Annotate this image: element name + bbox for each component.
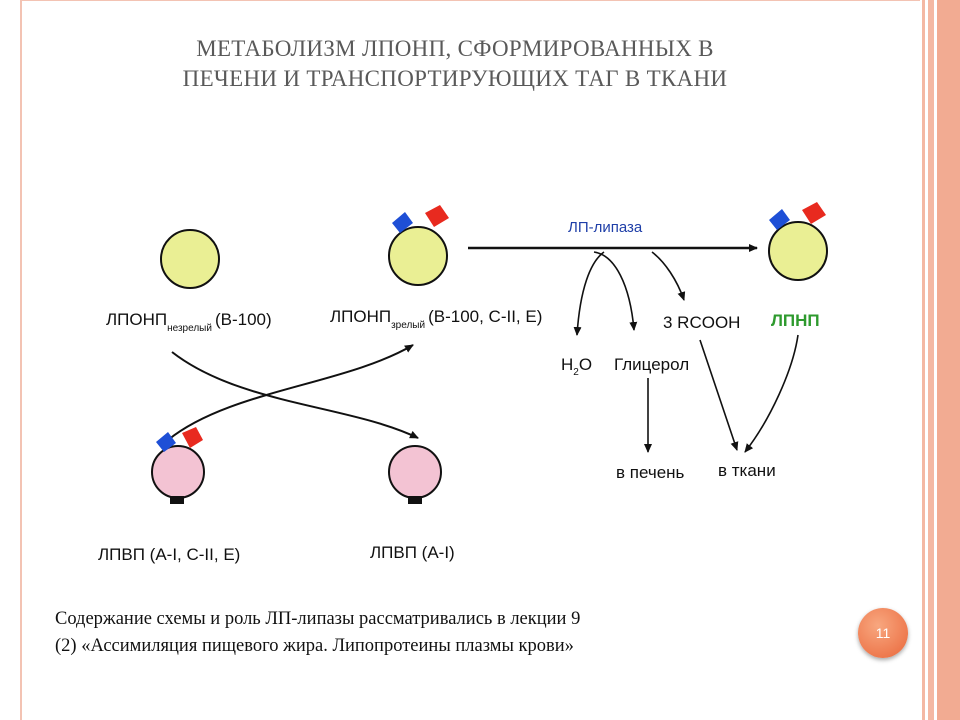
apo-exchange-arrow-down <box>171 351 419 439</box>
slide-title: МЕТАБОЛИЗМ ЛПОНП, СФОРМИРОВАННЫХ В ПЕЧЕН… <box>60 34 850 94</box>
lipase-label: ЛП-липаза <box>568 219 643 236</box>
metabolism-diagram: ЛПОНПнезрелый(В-100) ЛПОНПзрелый(В-100, … <box>98 202 828 564</box>
fatty-acids-label: 3 RCOOH <box>663 313 740 332</box>
glycerol-arrow <box>593 251 638 331</box>
hdl-full-particle <box>151 445 205 499</box>
page-number-badge: 11 <box>858 608 908 658</box>
vldl-immature-label: ЛПОНПнезрелый(В-100) <box>106 310 272 334</box>
right-decor-band-2 <box>928 0 934 720</box>
ldl-apo-red <box>802 202 826 224</box>
hdl-partial-particle <box>388 445 442 499</box>
hdl-partial-label: ЛПВП (А-I) <box>370 543 455 562</box>
vldl-immature-particle <box>160 229 220 289</box>
right-decor-band-1 <box>922 0 925 720</box>
fatty-acids-to-tissues-arrow <box>699 339 739 451</box>
right-decor-band-3 <box>937 0 960 720</box>
hdl-full-apo-blue <box>156 432 176 452</box>
to-tissues-label: в ткани <box>718 461 776 480</box>
glycerol-label: Глицерол <box>614 355 689 374</box>
ldl-to-tissues-arrow <box>744 334 799 453</box>
to-liver-label: в печень <box>616 463 685 482</box>
page-number: 11 <box>875 625 891 641</box>
fatty-acid-arrow <box>651 251 686 301</box>
hdl-partial-apo-a-block <box>408 496 422 504</box>
vldl-mature-particle <box>388 226 448 286</box>
ldl-label: ЛПНП <box>771 311 820 330</box>
hdl-full-label: ЛПВП (А-I, С-II, Е) <box>98 545 240 564</box>
top-border <box>20 0 920 1</box>
water-label: Н2О <box>561 355 592 378</box>
vldl-mature-apo-red <box>425 205 449 227</box>
vldl-mature-apo-blue <box>392 212 413 233</box>
ldl-particle <box>768 221 828 281</box>
water-arrow <box>573 251 605 336</box>
title-line-1: МЕТАБОЛИЗМ ЛПОНП, СФОРМИРОВАННЫХ В <box>196 36 714 61</box>
hdl-full-apo-a-block <box>170 496 184 504</box>
caption-line-2: (2) «Ассимиляция пищевого жира. Липопрот… <box>55 636 574 656</box>
vldl-mature-label: ЛПОНПзрелый(В-100, С-II, Е) <box>330 307 542 331</box>
caption-line-1: Содержание схемы и роль ЛП-липазы рассма… <box>55 609 581 629</box>
title-line-2: ПЕЧЕНИ И ТРАНСПОРТИРУЮЩИХ ТАГ В ТКАНИ <box>182 66 728 91</box>
slide-caption: Содержание схемы и роль ЛП-липазы рассма… <box>55 606 845 660</box>
hdl-full-apo-red <box>182 427 203 448</box>
left-border <box>20 0 22 720</box>
apo-exchange-arrow-up <box>167 344 414 441</box>
ldl-apo-blue <box>769 209 790 230</box>
